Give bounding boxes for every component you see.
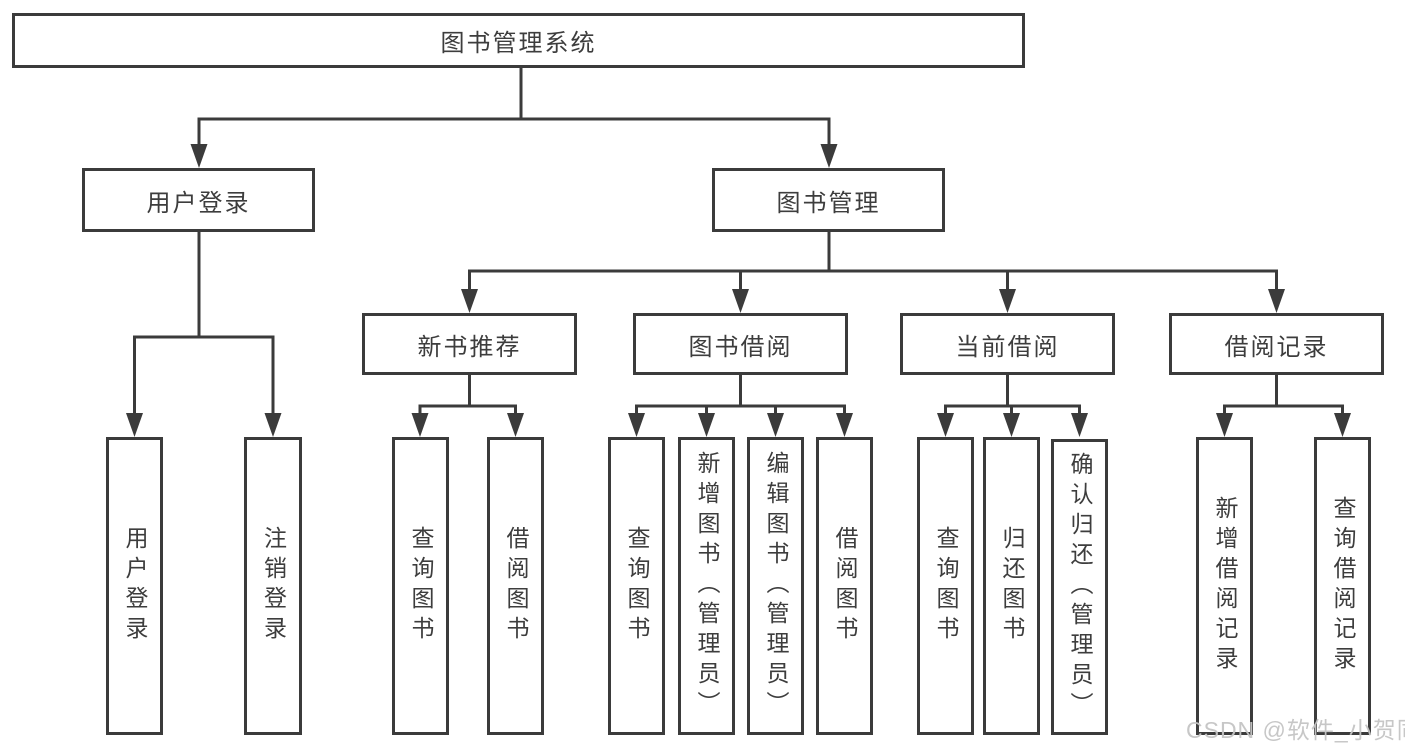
leaf-logout-login: 注销登录 [244,437,302,735]
leaf-user-login: 用户登录 [106,437,163,735]
connector-user-login-to-leaves [126,232,282,437]
connector-book-mgmt-to-level2 [461,232,1285,313]
node-book-borrow: 图书借阅 [633,313,848,375]
leaf-newbook-borrow-book: 借阅图书 [487,437,544,735]
leaf-borrow-query-book: 查询图书 [608,437,665,735]
watermark-text: CSDN @软件_小贺同学 [1186,717,1405,743]
leaf-borrow-edit-book-admin: 编辑图书（管理员） [747,437,804,735]
node-current-borrow: 当前借阅 [900,313,1115,375]
leaf-borrow-add-book-admin: 新增图书（管理员） [678,437,735,735]
leaf-current-query-book: 查询图书 [917,437,974,735]
connector-current-borrow-to-leaves [937,375,1088,437]
leaf-newbook-query-book: 查询图书 [392,437,449,735]
node-root: 图书管理系统 [12,13,1025,68]
node-book-management: 图书管理 [712,168,945,232]
connector-root-to-level1 [190,66,838,168]
connector-borrow-records-to-leaves [1216,375,1351,437]
leaf-records-query-record: 查询借阅记录 [1314,437,1371,735]
leaf-borrow-borrow-book: 借阅图书 [816,437,873,735]
node-borrow-records: 借阅记录 [1169,313,1384,375]
leaf-current-confirm-return-admin: 确认归还（管理员） [1051,439,1108,735]
leaf-records-add-record: 新增借阅记录 [1196,437,1253,735]
node-user-login: 用户登录 [82,168,315,232]
connector-new-book-rec-to-leaves [411,375,524,437]
leaf-current-return-book: 归还图书 [983,437,1040,735]
connector-book-borrow-to-leaves [628,375,853,437]
node-new-book-recommend: 新书推荐 [362,313,577,375]
